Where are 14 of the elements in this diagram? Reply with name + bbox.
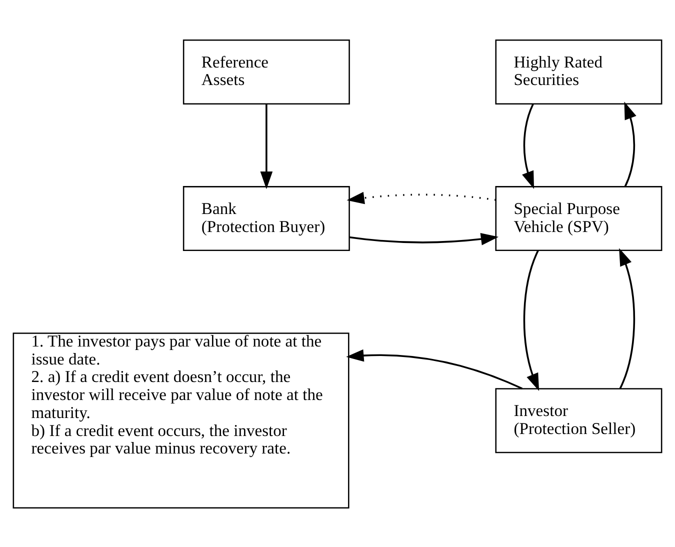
node-box: Special Purpose Vehicle (SPV) — [495, 186, 662, 251]
arrow — [349, 232, 499, 245]
arrow — [346, 191, 496, 204]
arrow — [260, 104, 273, 189]
node-box: Highly Rated Securities — [495, 38, 662, 104]
arrow — [523, 250, 540, 391]
arrow — [522, 103, 534, 188]
node-box: 1. The investor pays par value of note at the issue date. 2. a) If a credit event doesn’t occur, the investor will receive par value of note at the maturity. b) If a credit event occurs, the investor receives par value minus recovery rate. — [12, 332, 350, 508]
arrow — [619, 248, 636, 388]
arrow — [624, 101, 636, 186]
node-box: Bank (Protection Buyer) — [182, 186, 350, 251]
node-box: Investor (Protection Seller) — [495, 388, 662, 453]
arrow — [346, 348, 523, 389]
node-box: Reference Assets — [182, 38, 350, 104]
